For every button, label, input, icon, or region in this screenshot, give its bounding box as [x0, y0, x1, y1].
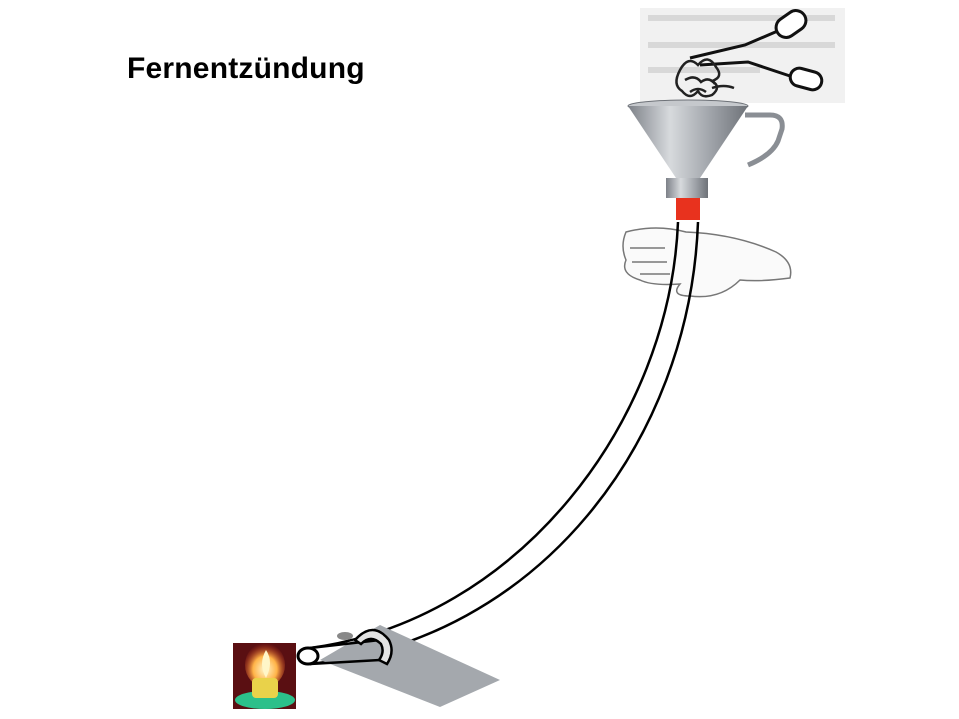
slide-title: Fernentzündung	[127, 52, 365, 85]
metal-plate-icon	[320, 625, 500, 707]
tongs-icon	[689, 9, 824, 92]
glove-hand-icon	[622, 227, 792, 298]
tube	[309, 221, 700, 666]
funnel-icon	[627, 99, 785, 220]
candle-icon	[233, 643, 296, 709]
tube-end	[296, 628, 393, 666]
steel-wool-icon	[675, 58, 735, 98]
